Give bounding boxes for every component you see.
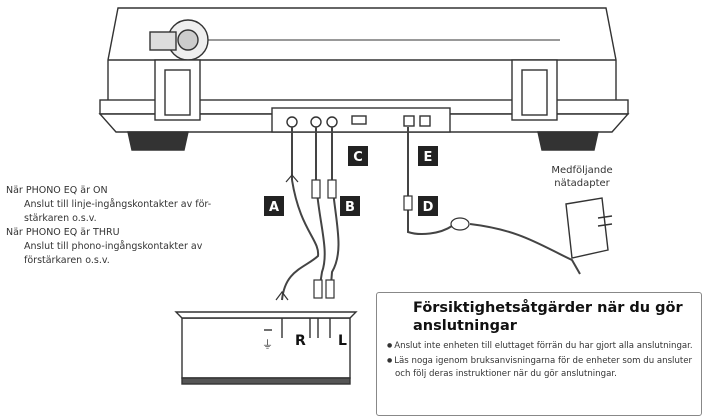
caution-title-line1: Försiktighetsåtgärder när du gör xyxy=(413,300,683,316)
note-eq-on: När PHONO EQ är ON xyxy=(6,185,108,196)
caution-item: Anslut inte enheten till eluttaget förrä… xyxy=(387,339,693,354)
note-eq-thru: När PHONO EQ är THRU xyxy=(6,227,120,238)
label-a: A xyxy=(269,200,279,215)
label-badges: A B C D E xyxy=(264,146,438,216)
turntable xyxy=(98,7,630,151)
plugs xyxy=(275,174,470,301)
caution-item: Läs noga igenom bruksanvisningarna för d… xyxy=(387,354,693,382)
label-d: D xyxy=(423,200,434,215)
note-eq-thru-text-2: förstärkaren o.s.v. xyxy=(24,255,110,266)
amp-terminal-r: R xyxy=(295,333,306,349)
note-eq-on-text: Anslut till linje-ingångskontakter av fö… xyxy=(24,199,212,210)
caution-title: Försiktighetsåtgärder när du gör anslutn… xyxy=(387,299,693,335)
label-e: E xyxy=(424,150,433,165)
caution-box: Försiktighetsåtgärder när du gör anslutn… xyxy=(376,292,702,416)
amplifier xyxy=(174,311,358,385)
power-adapter xyxy=(565,197,613,259)
note-eq-on-text-2: stärkaren o.s.v. xyxy=(24,213,97,224)
amp-terminal-l: L xyxy=(338,333,347,349)
phono-eq-notes: När PHONO EQ är ON Anslut till linje-ing… xyxy=(6,184,211,268)
caution-list: Anslut inte enheten till eluttaget förrä… xyxy=(387,339,693,382)
adapter-label: Medföljande nätadapter xyxy=(542,164,622,190)
adapter-label-line1: Medföljande xyxy=(551,165,613,176)
label-c: C xyxy=(353,150,363,165)
adapter-label-line2: nätadapter xyxy=(554,178,610,189)
caution-title-line2: anslutningar xyxy=(413,318,517,334)
label-b: B xyxy=(345,200,355,215)
ground-symbol: ⏚ xyxy=(262,338,273,351)
note-eq-thru-text: Anslut till phono-ingångskontakter av xyxy=(24,241,203,252)
